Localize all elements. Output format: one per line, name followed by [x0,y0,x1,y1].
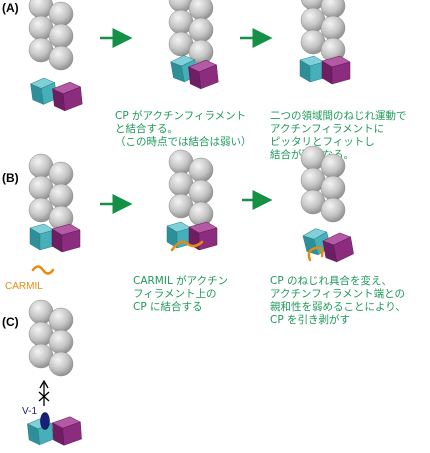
caption-a2: 二つの領域間のねじれ運動で アクチンフィラメントに ピッタリとフィットし 結合が… [270,109,410,161]
caption-b2-line: CP のねじれ具合を変え、 [270,274,392,287]
caption-b2-line: 親和性を弱めることにより、 [270,300,406,313]
caption-a2-line: 二つの領域間のねじれ運動で [270,109,407,122]
caption-b1-line: CP に結合する [133,300,203,313]
panel-c-label: (C) [2,315,19,329]
panel-b-label: (B) [2,171,19,185]
cp-magenta-a3 [321,55,351,85]
carmil-bound-b3 [307,246,324,262]
actin-filament-c [28,299,74,377]
caption-b2: CP のねじれ具合を変え、 アクチンフィラメント端との 親和性を弱めることにより… [270,274,409,326]
cp-cyan-a3 [299,55,325,83]
blocked-binding-arrow [38,379,50,406]
cp-magenta-b1 [51,223,81,253]
carmil-squiggle-b1 [31,265,55,275]
v1-protein [40,412,50,430]
cp-magenta-a1 [51,80,84,113]
caption-a2-line: ピッタリとフィットし [270,136,375,148]
actin-filament-b3 [300,145,346,223]
carmil-bound-b2 [170,240,204,252]
carmil-label: CARMIL [5,281,43,292]
caption-b1: CARMIL がアクチン フィラメント上の CP に結合する [133,274,231,313]
panel-a-label: (A) [2,1,19,15]
caption-b2-line: CP を引き剥がす [270,313,350,326]
caption-a1-line: （この時点では結合は弱い） [115,135,252,148]
actin-filament-a3 [300,0,346,63]
actin-filament-b1 [28,153,74,231]
caption-b1-line: CARMIL がアクチン [133,274,228,287]
v1-label: V-1 [22,406,37,417]
caption-a1-line: CP がアクチンフィラメント [115,109,246,122]
cp-cyan-b1 [29,223,55,251]
cp-magenta-c [51,415,83,447]
caption-a1-line: と結合する。 [115,122,178,135]
caption-b2-line: アクチンフィラメント端との [270,287,405,300]
caption-a2-line: アクチンフィラメントに [270,123,384,135]
actin-filament-b2 [168,149,214,227]
caption-b1-line: フィラメント上の [133,288,216,300]
actin-filament-a1 [28,0,74,71]
actin-filament-a2 [168,0,214,65]
caption-a1: CP がアクチンフィラメント と結合する。 （この時点では結合は弱い） [115,109,252,148]
